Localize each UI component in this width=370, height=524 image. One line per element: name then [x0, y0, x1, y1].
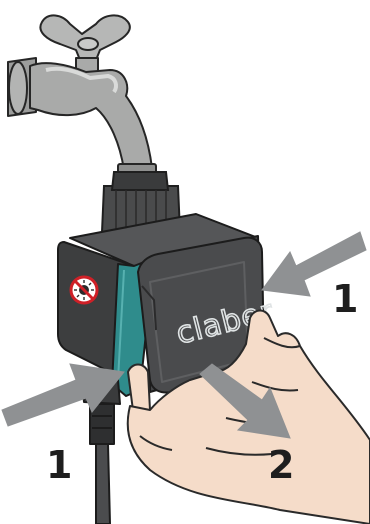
- step-label-press-left: 1: [46, 443, 72, 487]
- step-label-pull: 2: [268, 443, 294, 487]
- no-sun-icon: [71, 277, 97, 303]
- step-label-press-right: 1: [332, 277, 358, 321]
- faucet-icon: [8, 15, 156, 176]
